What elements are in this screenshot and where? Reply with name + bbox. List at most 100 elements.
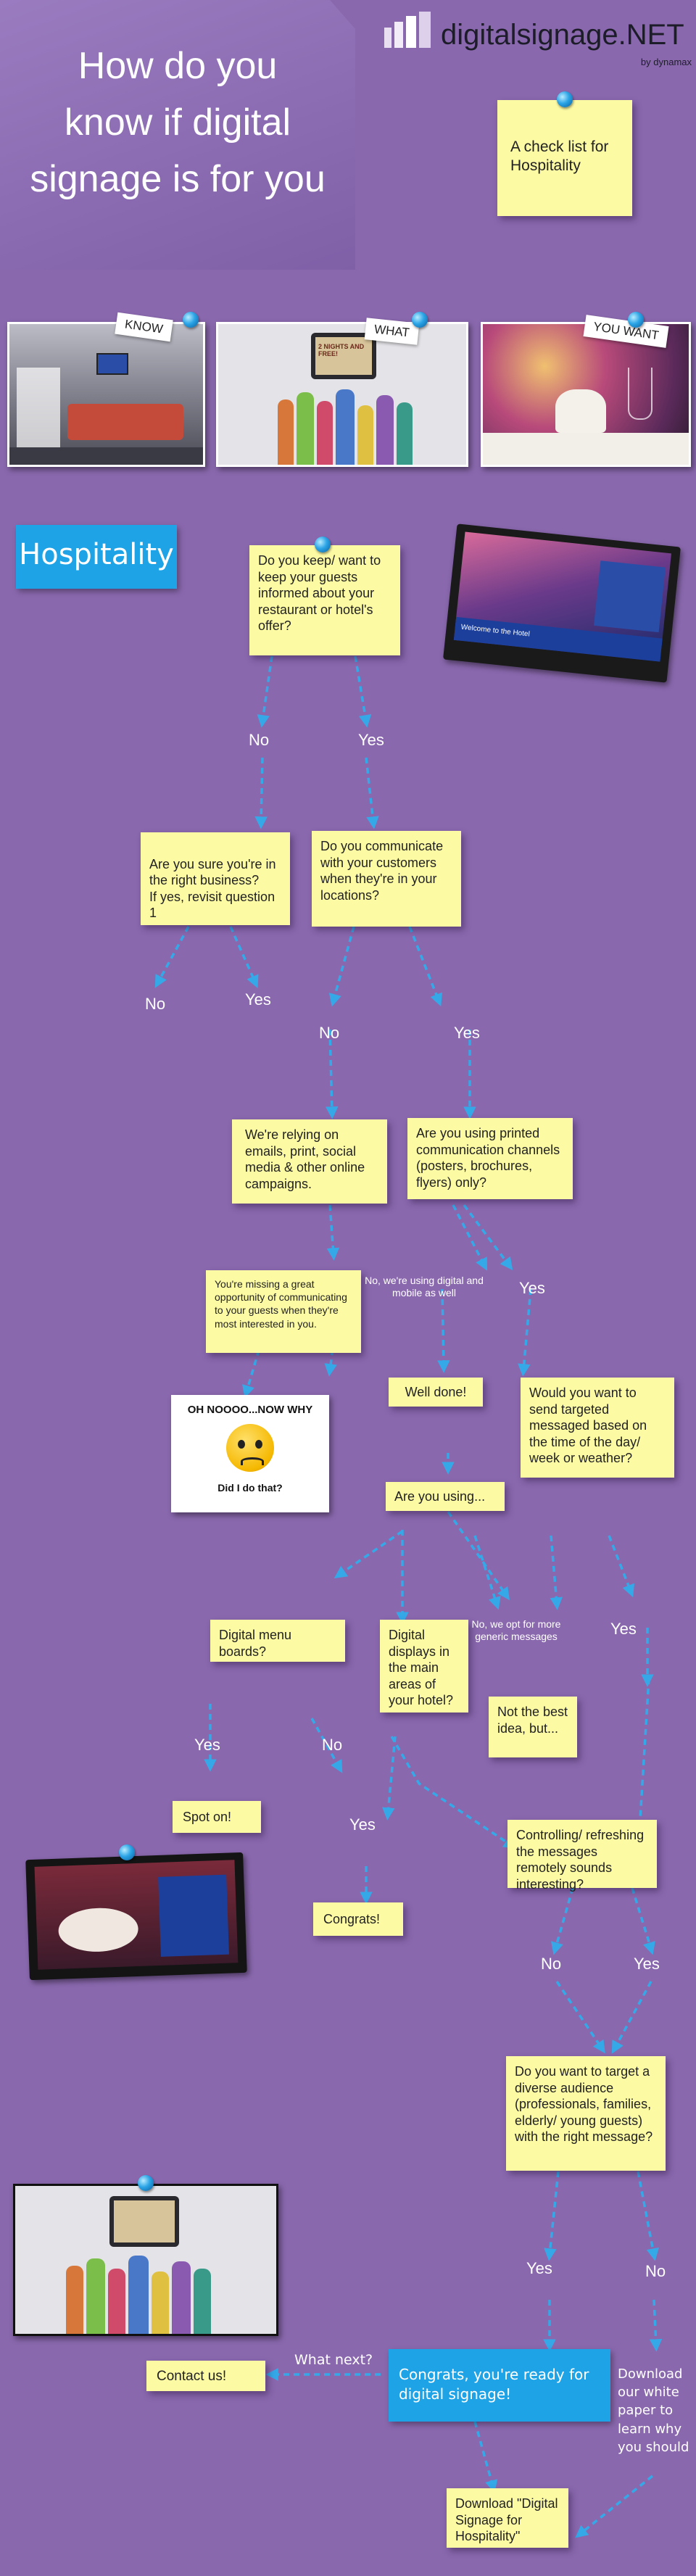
contact-us-note[interactable]: Contact us! xyxy=(146,2361,265,2391)
logo-subtext: by dynamax xyxy=(640,57,692,67)
oh-no-emoticon-image: OH NOOOO...NOW WHY Did I do that? xyxy=(171,1395,329,1512)
hotel-tv-photo: Welcome to the Hotel xyxy=(443,523,681,683)
screen-caption: Welcome to the Hotel xyxy=(460,623,531,639)
pin-icon xyxy=(183,312,199,328)
arrow xyxy=(611,1981,652,2054)
arrow xyxy=(631,1887,655,1955)
note-relying: We're relying on emails, print, social m… xyxy=(232,1119,387,1204)
download-guide-link[interactable]: Download "Digital Signage for Hospitalit… xyxy=(455,2496,558,2543)
label-no-digital: No, we're using digital and mobile as we… xyxy=(365,1275,484,1299)
arrow xyxy=(633,1678,650,1837)
pin-icon xyxy=(315,537,331,552)
question-keep-informed: Do you keep/ want to keep your guests in… xyxy=(249,545,400,655)
label-no: No xyxy=(145,995,166,1013)
question-controlling: Controlling/ refreshing the messages rem… xyxy=(508,1820,657,1892)
arrow xyxy=(408,926,442,1007)
note-well-done: Well done! xyxy=(389,1378,483,1407)
arrow xyxy=(473,2421,498,2493)
pin-icon xyxy=(138,2175,154,2191)
arrow xyxy=(365,757,379,829)
note-text: Spot on! xyxy=(183,1810,232,1824)
logo[interactable]: digitalsignage.NET by dynamax xyxy=(383,9,695,74)
note-text: Are you using printed communication chan… xyxy=(416,1126,560,1190)
label-yes: Yes xyxy=(519,1279,545,1297)
note-spot-on: Spot on! xyxy=(173,1801,261,1833)
note-are-you-using: Are you using... xyxy=(386,1482,505,1511)
logo-icon xyxy=(384,12,431,48)
hotel-room-tv-photo xyxy=(25,1852,247,1981)
arrow xyxy=(326,1204,340,1261)
label-no: No xyxy=(541,1955,562,1973)
arrow xyxy=(550,1887,574,1955)
note-text: Do you want to target a diverse audience… xyxy=(515,2064,653,2144)
section-label-text: Hospitality xyxy=(19,538,174,571)
pin-icon xyxy=(119,1844,135,1860)
people-with-screen-photo-2 xyxy=(13,2184,278,2336)
poster-title: 2 NIGHTS AND FREE! xyxy=(318,343,365,357)
question-digital-displays: Digital displays in the main areas of yo… xyxy=(380,1620,468,1712)
note-text: Do you communicate with your customers w… xyxy=(320,839,444,903)
question-printed-only: Are you using printed communication chan… xyxy=(407,1118,573,1199)
label-yes: Yes xyxy=(245,990,271,1009)
label-no: No xyxy=(322,1736,343,1754)
note-not-best-idea: Not the best idea, but... xyxy=(489,1697,577,1757)
label-no-generic: No, we opt for more generic messages xyxy=(471,1618,561,1642)
arrow xyxy=(637,2171,659,2261)
page-title: How do you know if digital signage is fo… xyxy=(30,45,326,200)
question-diverse-audience: Do you want to target a diverse audience… xyxy=(506,2056,666,2171)
checklist-note: A check list for Hospitality xyxy=(497,100,632,216)
final-congrats-box: Congrats, you're ready for digital signa… xyxy=(389,2349,610,2422)
label-no: No xyxy=(645,2262,666,2280)
contact-us-link[interactable]: Contact us! xyxy=(157,2369,227,2384)
question-communicate: Do you communicate with your customers w… xyxy=(312,831,461,927)
pin-icon xyxy=(412,312,428,328)
arrow xyxy=(555,1981,605,2054)
arrow xyxy=(334,1530,403,1578)
note-missing-opportunity: You're missing a great opportunity of co… xyxy=(206,1270,361,1353)
arrow xyxy=(550,1535,563,1610)
label-what-next: What next? xyxy=(294,2352,373,2368)
note-text: Controlling/ refreshing the messages rem… xyxy=(516,1828,645,1892)
download-white-paper-link[interactable]: Download our white paper to learn why yo… xyxy=(618,2366,689,2455)
note-text: Well done! xyxy=(405,1385,467,1399)
section-label-hospitality: Hospitality xyxy=(16,525,177,589)
pin-icon xyxy=(557,91,573,107)
logo-text: digitalsignage.NET xyxy=(441,19,684,51)
label-yes: Yes xyxy=(610,1620,637,1638)
arrow xyxy=(154,926,190,988)
label-yes: Yes xyxy=(194,1736,220,1754)
arrow xyxy=(463,1204,513,1271)
title-banner xyxy=(0,0,355,270)
arrow xyxy=(229,926,259,989)
arrow xyxy=(254,757,268,829)
arrow xyxy=(447,1511,510,1601)
arrow xyxy=(257,655,273,728)
checklist-note-text: A check list for Hospitality xyxy=(510,138,609,175)
arrow xyxy=(608,1535,634,1598)
arrow xyxy=(452,1204,488,1271)
note-text: Digital displays in the main areas of yo… xyxy=(389,1628,454,1707)
note-text: You're missing a great opportunity of co… xyxy=(215,1278,347,1330)
question-targeted: Would you want to send targeted messaged… xyxy=(521,1378,674,1478)
arrow xyxy=(437,1288,450,1373)
note-congrats: Congrats! xyxy=(313,1902,403,1936)
label-yes: Yes xyxy=(526,2259,552,2277)
arrow xyxy=(473,1535,501,1610)
oh-no-caption: OH NOOOO...NOW WHY xyxy=(187,1404,313,1416)
note-text: Digital menu boards? xyxy=(219,1628,292,1659)
worried-face-icon xyxy=(226,1424,274,1472)
pin-icon xyxy=(628,312,644,328)
download-guide-note[interactable]: Download "Digital Signage for Hospitalit… xyxy=(447,2488,568,2548)
label-no: No xyxy=(249,731,270,749)
arrow xyxy=(382,1736,397,1821)
label-no: No xyxy=(319,1024,340,1042)
note-text: Do you keep/ want to keep your guests in… xyxy=(258,553,381,633)
arrow xyxy=(649,2299,663,2352)
label-yes: Yes xyxy=(454,1024,480,1042)
arrow xyxy=(575,2474,654,2538)
note-text: Are you sure you're in the right busines… xyxy=(149,856,276,921)
label-yes: Yes xyxy=(349,1815,376,1834)
note-text: Not the best idea, but... xyxy=(497,1705,568,1736)
label-yes: Yes xyxy=(358,731,384,749)
note-text: Are you using... xyxy=(394,1489,486,1504)
